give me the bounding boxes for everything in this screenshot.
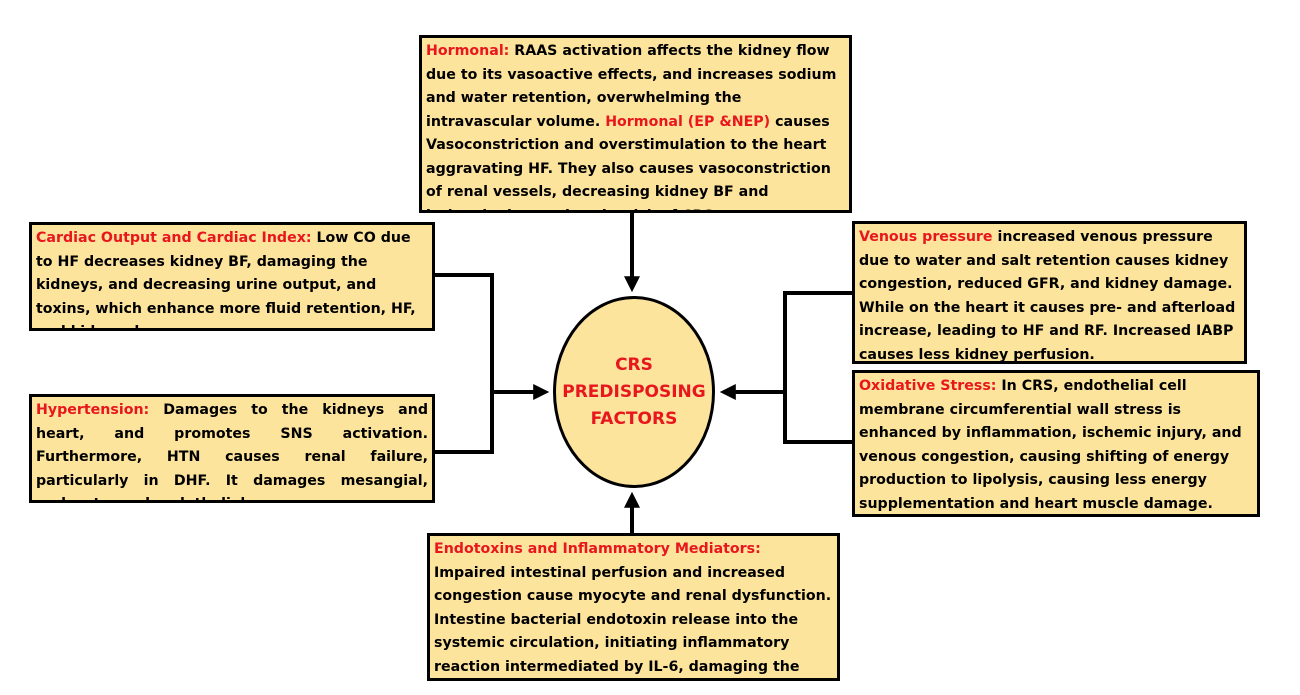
venous-pressure-box: Venous pressure increased venous pressur…	[852, 221, 1247, 364]
bracket-right	[783, 291, 855, 444]
endotoxins-text: Impaired intestinal perfusion and increa…	[434, 564, 832, 675]
hormonal-box: Hormonal: RAAS activation affects the ki…	[419, 35, 852, 213]
cardiac-output-text: Low CO due to HF decreases kidney BF, da…	[36, 230, 416, 328]
hypertension-label: Hypertension:	[36, 402, 150, 418]
hypertension-text: Damages to the kidneys and heart, and pr…	[36, 402, 428, 500]
oxidative-stress-text: In CRS, endothelial cell membrane circum…	[859, 378, 1242, 512]
hormonal-label: Hormonal:	[426, 43, 510, 59]
endotoxins-box: Endotoxins and Inflammatory Mediators: I…	[427, 533, 840, 681]
endotoxins-label: Endotoxins and Inflammatory Mediators:	[434, 541, 761, 557]
venous-pressure-text: increased venous pressure due to water a…	[859, 229, 1236, 363]
crs-center-node: CRS PREDISPOSING FACTORS	[553, 296, 715, 488]
hypertension-box: Hypertension: Damages to the kidneys and…	[29, 394, 435, 503]
oxidative-stress-box: Oxidative Stress: In CRS, endothelial ce…	[852, 370, 1260, 517]
cardiac-output-label: Cardiac Output and Cardiac Index:	[36, 230, 312, 246]
cardiac-output-box: Cardiac Output and Cardiac Index: Low CO…	[29, 222, 435, 331]
bracket-left	[434, 273, 494, 454]
hormonal-ep-nep-text: causes Vasoconstriction and overstimulat…	[426, 113, 831, 211]
crs-center-title: CRS PREDISPOSING FACTORS	[562, 354, 706, 429]
hormonal-text: RAAS activation affects the kidney flow …	[426, 43, 837, 130]
venous-pressure-label: Venous pressure	[859, 229, 993, 245]
hormonal-ep-nep-label: Hormonal (EP &NEP)	[605, 113, 771, 130]
oxidative-stress-label: Oxidative Stress:	[859, 378, 997, 394]
